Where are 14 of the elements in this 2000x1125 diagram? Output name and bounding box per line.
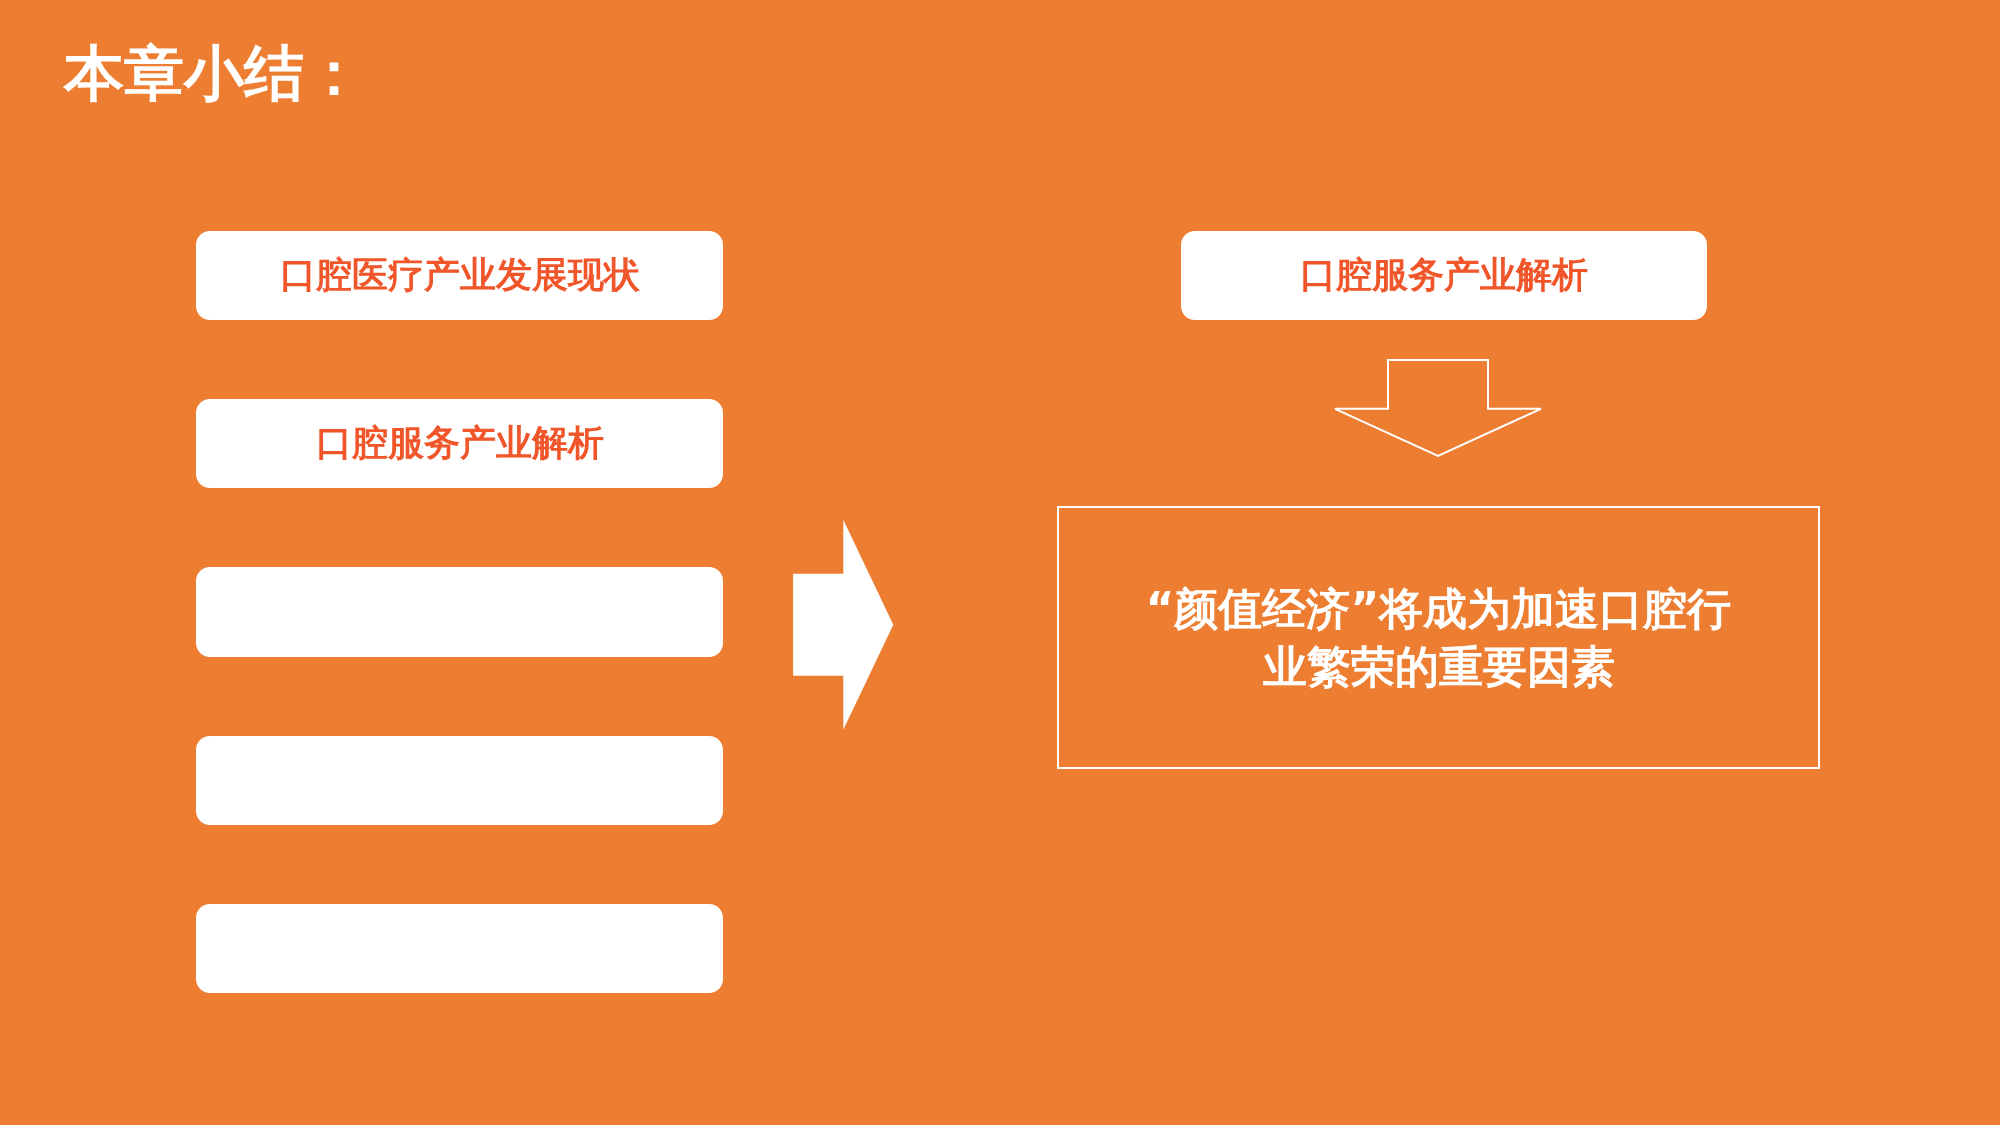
empty-box: [196, 567, 723, 657]
topic-box: [196, 231, 723, 320]
block-arrow: [1334, 359, 1542, 457]
box-text: “颜值经济”将成为加速口腔行业繁荣的重要因素: [1144, 582, 1733, 694]
topic-box: [196, 399, 723, 488]
empty-box: [196, 736, 723, 825]
conclusion-frame: [1057, 506, 1820, 769]
slide-title: 本章小结：: [64, 37, 364, 110]
empty-box: [196, 904, 723, 993]
box-text: 口腔医疗产业发展现状: [279, 253, 640, 297]
box-text: 口腔服务产业解析: [315, 421, 604, 465]
block-arrow: [793, 519, 894, 730]
topic-box: [1181, 231, 1707, 320]
box-text: 口腔服务产业解析: [1300, 253, 1588, 297]
